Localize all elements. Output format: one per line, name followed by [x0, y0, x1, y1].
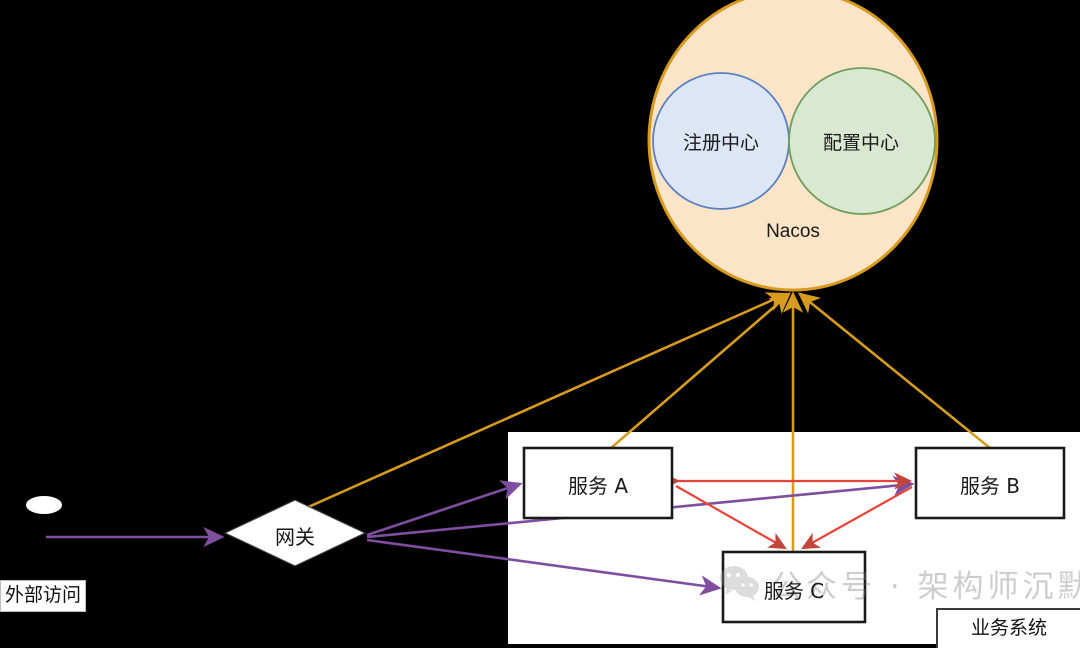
edge-gateway-to-service-c [366, 538, 722, 596]
external-access-bubble [26, 496, 62, 514]
business-system-label: 业务系统 [936, 608, 1080, 648]
service-a-node[interactable] [522, 446, 674, 520]
edge-service-b-to-service-c [801, 486, 913, 550]
registration-edges [305, 291, 991, 560]
edge-gateway-to-service-a [366, 480, 523, 537]
edge-service-a-to-nacos [610, 292, 791, 449]
external-access-label: 外部访问 [0, 580, 87, 612]
service-c-node[interactable] [721, 550, 867, 624]
invocation-edges [662, 472, 913, 550]
service-b-node[interactable] [914, 446, 1066, 520]
nacos-group [647, 0, 939, 292]
registry-center-circle [652, 72, 790, 210]
edge-service-b-to-nacos [797, 292, 991, 450]
config-center-circle [788, 67, 936, 215]
edge-service-a-to-service-c [675, 485, 787, 550]
gateway-node[interactable] [223, 499, 367, 567]
edge-gateway-to-nacos [305, 292, 789, 510]
